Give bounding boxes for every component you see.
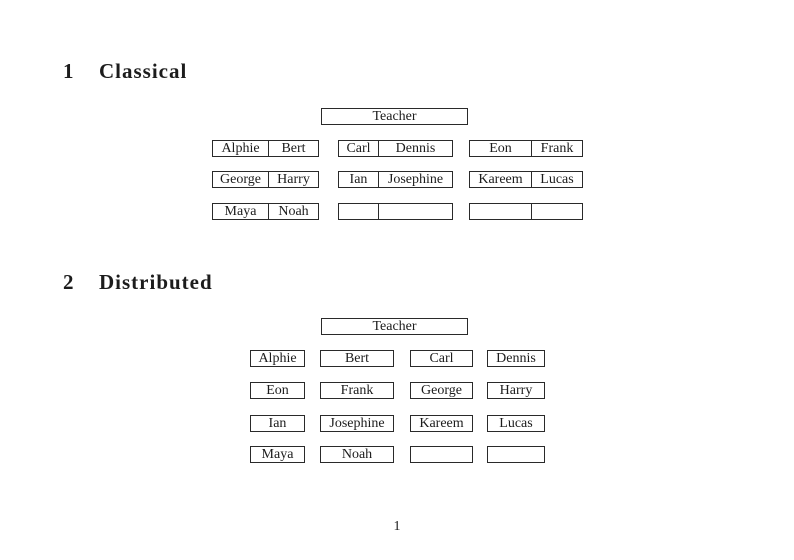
desk: Noah <box>320 446 394 463</box>
desk: Kareem <box>410 415 473 432</box>
seat-label: Eon <box>470 141 532 156</box>
seat-label: Bert <box>344 350 370 366</box>
desk: Frank <box>320 382 394 399</box>
section-number: 1 <box>63 59 74 83</box>
seat-label: Dennis <box>496 350 536 366</box>
seat-label: Carl <box>429 350 454 366</box>
seat-label: Bert <box>281 141 306 156</box>
desk: George Harry <box>212 171 319 188</box>
seat-label: Frank <box>540 141 574 156</box>
empty-desk <box>338 203 453 220</box>
seat-label: Maya <box>261 446 294 462</box>
seat-label: Kareem <box>470 172 532 187</box>
seat-label: Ian <box>339 172 379 187</box>
empty-desk <box>487 446 545 463</box>
desk: Alphie <box>250 350 305 367</box>
seat-label: Alphie <box>258 350 297 366</box>
seat-label: Harry <box>277 172 310 187</box>
desk: Maya Noah <box>212 203 319 220</box>
desk: Lucas <box>487 415 545 432</box>
empty-seat <box>339 204 379 219</box>
desk: Carl Dennis <box>338 140 453 157</box>
desk: Dennis <box>487 350 545 367</box>
section-heading-distributed: 2 Distributed <box>63 271 213 293</box>
seat-label: Carl <box>339 141 379 156</box>
seat-label: Ian <box>268 415 287 431</box>
seat-label: Eon <box>266 382 289 398</box>
seat-label: Harry <box>499 382 533 398</box>
empty-seat <box>379 204 452 219</box>
desk: Harry <box>487 382 545 399</box>
section-number: 2 <box>63 270 74 294</box>
section-heading-classical: 1 Classical <box>63 60 187 82</box>
desk: Ian <box>250 415 305 432</box>
seat-label: Lucas <box>499 415 533 431</box>
desk: Ian Josephine <box>338 171 453 188</box>
seat-label: Noah <box>341 446 373 462</box>
desk: Maya <box>250 446 305 463</box>
page-number: 1 <box>393 519 401 534</box>
seat-label: Lucas <box>540 172 574 187</box>
desk: Eon <box>250 382 305 399</box>
seat-label: Josephine <box>329 415 385 431</box>
desk: Kareem Lucas <box>469 171 583 188</box>
seat-label: Kareem <box>419 415 464 431</box>
seat-label: Frank <box>340 382 374 398</box>
teacher-desk: Teacher <box>321 108 468 125</box>
empty-seat <box>532 204 582 219</box>
teacher-desk: Teacher <box>321 318 468 335</box>
seat-label: Dennis <box>395 141 436 156</box>
teacher-label: Teacher <box>372 318 417 334</box>
seat-label: Alphie <box>213 141 269 156</box>
teacher-label: Teacher <box>372 108 417 124</box>
seat-label: George <box>421 382 462 398</box>
seat-label: George <box>213 172 269 187</box>
seat-label: Maya <box>213 204 269 219</box>
section-title: Classical <box>99 59 188 83</box>
empty-desk <box>410 446 473 463</box>
desk: Carl <box>410 350 473 367</box>
desk: Bert <box>320 350 394 367</box>
desk: George <box>410 382 473 399</box>
seat-label: Josephine <box>387 172 444 187</box>
empty-seat <box>470 204 532 219</box>
section-title: Distributed <box>99 270 213 294</box>
empty-desk <box>469 203 583 220</box>
seat-label: Noah <box>278 204 309 219</box>
desk: Eon Frank <box>469 140 583 157</box>
desk: Alphie Bert <box>212 140 319 157</box>
desk: Josephine <box>320 415 394 432</box>
